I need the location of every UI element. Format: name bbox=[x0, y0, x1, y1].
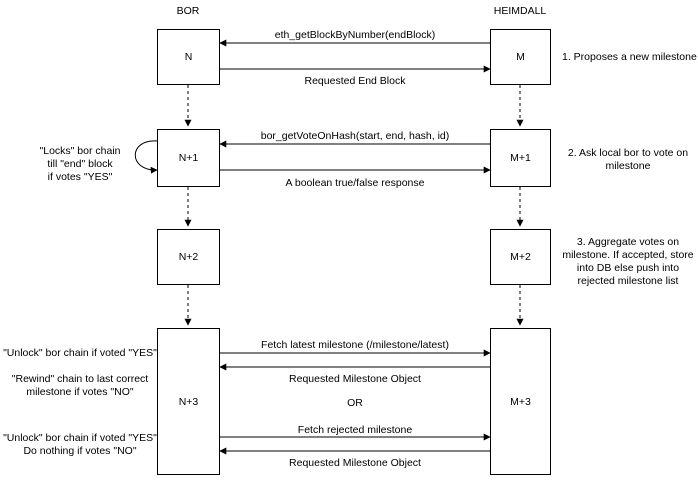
msg-get-block: eth_getBlockByNumber(endBlock) bbox=[274, 29, 436, 41]
self-loop-arrow bbox=[134, 140, 158, 174]
heimdall-node-m2: M+2 bbox=[490, 229, 551, 285]
msg-milestone-object-1: Requested Milestone Object bbox=[289, 373, 421, 385]
do-nothing-note: Do nothing if votes "NO" bbox=[23, 445, 137, 457]
msg-fetch-rejected: Fetch rejected milestone bbox=[297, 424, 413, 436]
bor-node-n3: N+3 bbox=[157, 328, 220, 475]
lock-note-line-1: "Locks" bor chain bbox=[39, 145, 121, 157]
heimdall-node-m3: M+3 bbox=[490, 328, 551, 475]
msg-bool-response: A boolean true/false response bbox=[285, 177, 425, 189]
rewind-note-line-1: "Rewind" chain to last correct bbox=[11, 373, 149, 385]
lock-note-line-3: if votes "YES" bbox=[47, 171, 113, 183]
unlock-note-2: "Unlock" bor chain if voted "YES" bbox=[3, 432, 157, 444]
heimdall-node-m: M bbox=[490, 29, 551, 85]
msg-vote-on-hash: bor_getVoteOnHash(start, end, hash, id) bbox=[260, 130, 450, 142]
msg-end-block: Requested End Block bbox=[304, 75, 406, 87]
lock-note-line-2: till "end" block bbox=[47, 158, 113, 170]
msg-or: OR bbox=[347, 397, 363, 409]
msg-fetch-latest: Fetch latest milestone (/milestone/lates… bbox=[261, 339, 449, 351]
heimdall-node-m1: M+1 bbox=[490, 129, 551, 187]
step-3-note-line-4: rejected milestone list bbox=[577, 275, 679, 287]
step-3-note-line-3: into DB else push into bbox=[576, 262, 680, 274]
step-2-note-line-1: 2. Ask local bor to vote on bbox=[567, 147, 689, 159]
step-3-note-line-2: milestone. If accepted, store bbox=[562, 249, 694, 261]
rewind-note-line-2: milestone if votes "NO" bbox=[26, 386, 134, 398]
bor-node-n2: N+2 bbox=[157, 229, 220, 285]
bor-node-n1: N+1 bbox=[157, 129, 220, 187]
bor-node-n: N bbox=[157, 29, 220, 85]
unlock-note-1: "Unlock" bor chain if voted "YES" bbox=[3, 347, 157, 359]
step-1-note: 1. Proposes a new milestone bbox=[562, 51, 697, 63]
msg-milestone-object-2: Requested Milestone Object bbox=[289, 457, 421, 469]
heimdall-column-title: HEIMDALL bbox=[493, 5, 547, 17]
step-3-note-line-1: 3. Aggregate votes on bbox=[576, 236, 680, 248]
step-2-note-line-2: milestone bbox=[605, 160, 651, 172]
bor-column-title: BOR bbox=[176, 5, 200, 17]
